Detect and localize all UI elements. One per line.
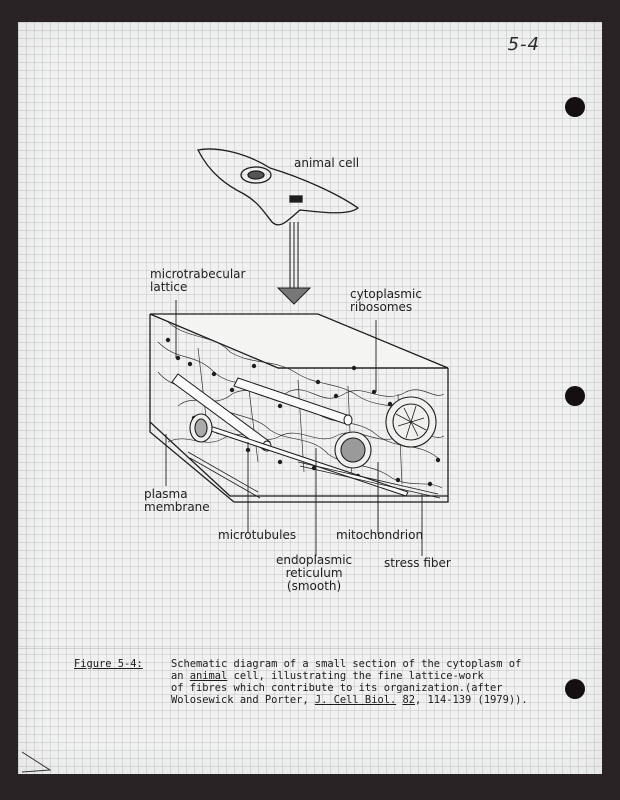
label-microtubules: microtubules (218, 528, 297, 542)
caption-line-2: an animal cell, illustrating the fine la… (171, 670, 601, 682)
animal-cell-drawing (197, 148, 360, 226)
binder-hole (565, 97, 585, 117)
divider-line (18, 648, 602, 649)
label-cytoplasmic-ribosomes: cytoplasmic ribosomes (350, 287, 422, 314)
label-mitochondrion: mitochondrion (336, 528, 424, 542)
leader-lines (165, 300, 423, 556)
label-stress-fiber: stress fiber (384, 556, 451, 570)
label-endoplasmic-reticulum: endoplasmic reticulum (smooth) (276, 553, 353, 593)
page-number: 5-4 (507, 34, 540, 55)
binder-hole (565, 386, 585, 406)
stress-fiber-drawing (187, 451, 441, 499)
document-page: 5-4 (18, 22, 602, 774)
down-arrow (276, 222, 312, 305)
microtubules-drawing (171, 373, 409, 497)
caption-text: an (171, 670, 190, 682)
caption-body: Schematic diagram of a small section of … (171, 658, 601, 706)
block-outline (149, 313, 449, 503)
label-microtrabecular-lattice: microtrabecular lattice (150, 267, 246, 294)
cytoplasm-diagram (149, 148, 449, 556)
journal-name: J. Cell Biol. (314, 694, 397, 706)
caption-line-3: of fibres which contribute to its organi… (171, 682, 503, 694)
caption-corrected-word: animal (189, 670, 228, 682)
caption-text: , 114-139 (1979)). (415, 694, 528, 706)
binder-hole (565, 679, 585, 699)
page-corner-fold (21, 751, 52, 773)
mitochondrion-drawing (189, 396, 437, 469)
label-plasma-membrane: plasma membrane (144, 487, 210, 514)
caption-label: Figure 5-4: (74, 658, 143, 670)
caption-text: cell, illustrating the fine lattice-work (227, 670, 484, 682)
caption-line-4: Wolosewick and Porter, J. Cell Biol. 82,… (171, 694, 601, 706)
caption-line-1: Schematic diagram of a small section of … (171, 658, 522, 670)
journal-volume: 82 (402, 694, 415, 706)
caption-text: Wolosewick and Porter, (171, 694, 315, 706)
label-animal-cell: animal cell (294, 156, 360, 170)
